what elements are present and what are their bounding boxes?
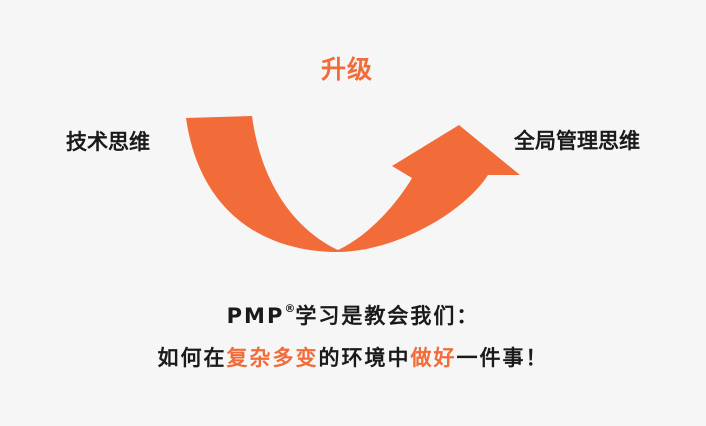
caption-highlight-1: 复杂多变: [226, 346, 319, 370]
caption-part-2: 的环境中: [318, 346, 411, 370]
caption-highlight-2: 做好: [410, 346, 457, 370]
upgrade-label: 升级: [321, 55, 374, 84]
caption-line1-suffix: 学习是教会我们：: [295, 304, 480, 328]
registered-mark: ®: [284, 302, 296, 315]
caption-line-1: PMP®学习是教会我们：: [0, 303, 706, 328]
arrow-shape: [186, 116, 520, 252]
caption-line-2: 如何在复杂多变的环境中做好一件事！: [0, 348, 706, 369]
caption-part-1: 如何在: [157, 346, 227, 370]
to-label: 全局管理思维: [514, 129, 640, 153]
from-label: 技术思维: [66, 130, 150, 154]
caption-part-3: 一件事！: [456, 346, 549, 370]
caption-pmp: PMP: [226, 304, 285, 328]
